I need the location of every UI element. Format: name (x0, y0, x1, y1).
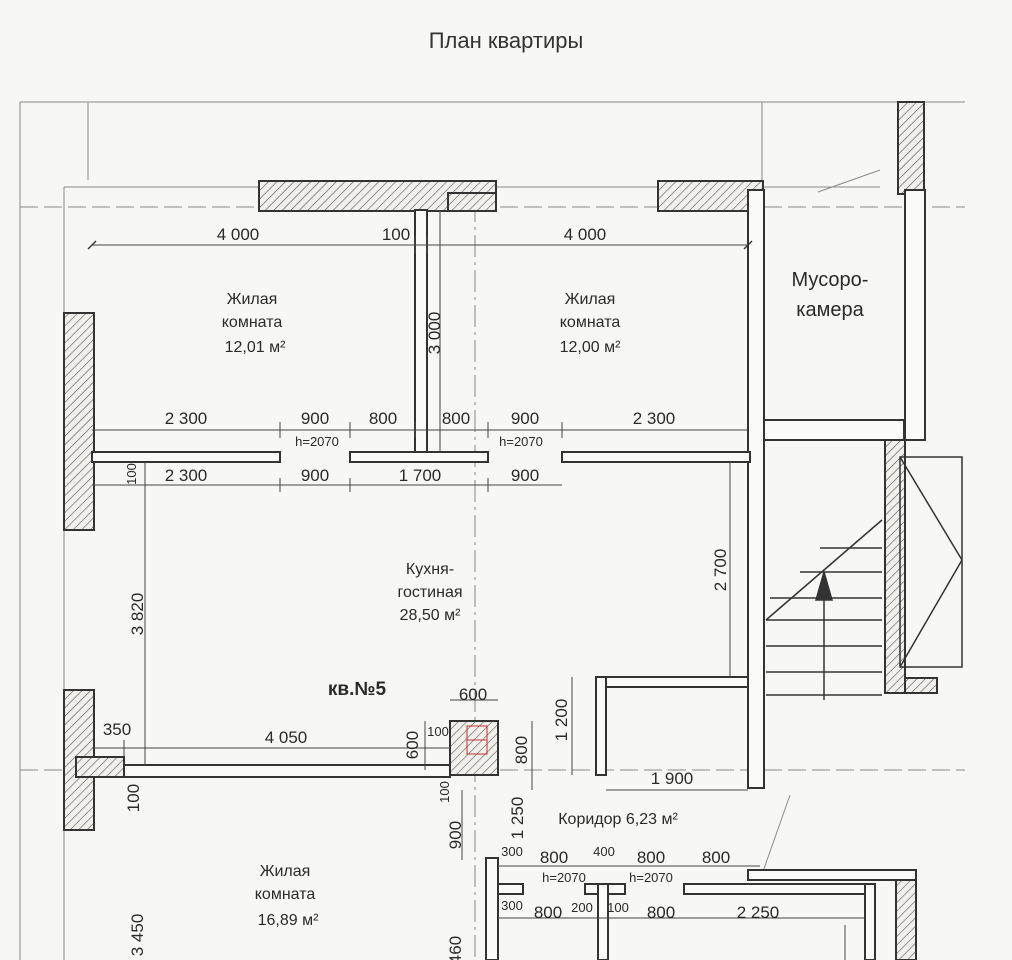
dim-shaft-depth: 600 (403, 731, 422, 759)
dim-top-left: 4 000 (217, 225, 260, 244)
dim-room3-height: 3 450 (128, 914, 147, 957)
dim-top-right: 4 000 (564, 225, 607, 244)
dim-row1-6: 2 300 (633, 409, 676, 428)
kitchen-area: 28,50 м² (400, 607, 461, 624)
room2-area: 12,00 м² (560, 339, 621, 356)
room3-label-1: Жилая (260, 863, 311, 880)
dim-left-offset: 350 (103, 720, 131, 739)
corridor-label: Коридор 6,23 м² (558, 811, 678, 828)
door-height-3: h=2070 (542, 870, 586, 885)
dimension-lines (87, 210, 865, 960)
apartment-label: кв.№5 (328, 679, 387, 700)
room1-area: 12,01 м² (225, 339, 286, 356)
dim-row2-1: 2 300 (165, 466, 208, 485)
interior-walls (91, 189, 926, 960)
dim-shaft-inner: 100 (427, 724, 449, 739)
room3-area: 16,89 м² (258, 912, 319, 929)
dim-row1-1: 2 300 (165, 409, 208, 428)
dim-step-1200: 1 200 (552, 699, 571, 742)
dim-kitchen-width: 4 050 (265, 728, 308, 747)
dim-row4-6: 2 250 (737, 903, 780, 922)
dim-row2-4: 900 (511, 466, 539, 485)
room1-label-1: Жилая (227, 291, 278, 308)
page-title: План квартиры (428, 28, 584, 53)
dim-row1-4: 800 (442, 409, 470, 428)
dim-room2-height: 3 000 (425, 312, 444, 355)
dim-row3-1: 300 (501, 844, 523, 859)
dim-row3-4: 800 (637, 848, 665, 867)
shaft-detail (466, 725, 488, 755)
dim-row3-3: 400 (593, 844, 615, 859)
room2-label-1: Жилая (565, 291, 616, 308)
dim-row4-2: 800 (534, 903, 562, 922)
dim-row4-3: 200 (571, 900, 593, 915)
dim-row4-4: 100 (607, 900, 629, 915)
dim-row2-3: 1 700 (399, 466, 442, 485)
room-labels: Жилая комната 12,01 м² Жилая комната 12,… (222, 269, 869, 929)
dim-row2-2: 900 (301, 466, 329, 485)
garbage-label-1: Мусоро- (792, 269, 869, 291)
dim-corridor-1250: 1 250 (508, 797, 527, 840)
dim-wall-100-left: 100 (124, 784, 143, 812)
external-walls (63, 101, 938, 960)
dim-right-height: 2 700 (711, 549, 730, 592)
dimension-texts: 4 000 100 4 000 3 000 2 300 900 800 800 … (103, 225, 779, 960)
dim-kitchen-wall: 100 (124, 463, 139, 485)
dim-shaft-width: 600 (459, 685, 487, 704)
dim-bottom-460: 460 (446, 936, 465, 960)
dim-corridor-900: 900 (446, 821, 465, 849)
frame-lines (19, 101, 965, 960)
door-height-2: h=2070 (499, 434, 543, 449)
dim-row4-5: 800 (647, 903, 675, 922)
dim-row1-3: 800 (369, 409, 397, 428)
dim-row1-5: 900 (511, 409, 539, 428)
dim-wall-100-shaft: 100 (437, 781, 452, 803)
dim-kitchen-height: 3 820 (128, 593, 147, 636)
room2-label-2: комната (560, 314, 621, 331)
dim-row1-2: 900 (301, 409, 329, 428)
room3-label-2: комната (255, 886, 316, 903)
door-height-1: h=2070 (295, 434, 339, 449)
kitchen-label-2: гостиная (397, 584, 462, 601)
dim-top-mid: 100 (382, 225, 410, 244)
dim-bottom-1900: 1 900 (651, 769, 694, 788)
dim-row4-1: 300 (501, 898, 523, 913)
dim-row3-5: 800 (702, 848, 730, 867)
garbage-label-2: камера (796, 299, 864, 321)
kitchen-label-1: Кухня- (406, 561, 454, 578)
dim-row3-2: 800 (540, 848, 568, 867)
dim-shaft-right: 800 (512, 736, 531, 764)
room1-label-2: комната (222, 314, 283, 331)
stair-area (765, 456, 963, 700)
door-height-4: h=2070 (629, 870, 673, 885)
